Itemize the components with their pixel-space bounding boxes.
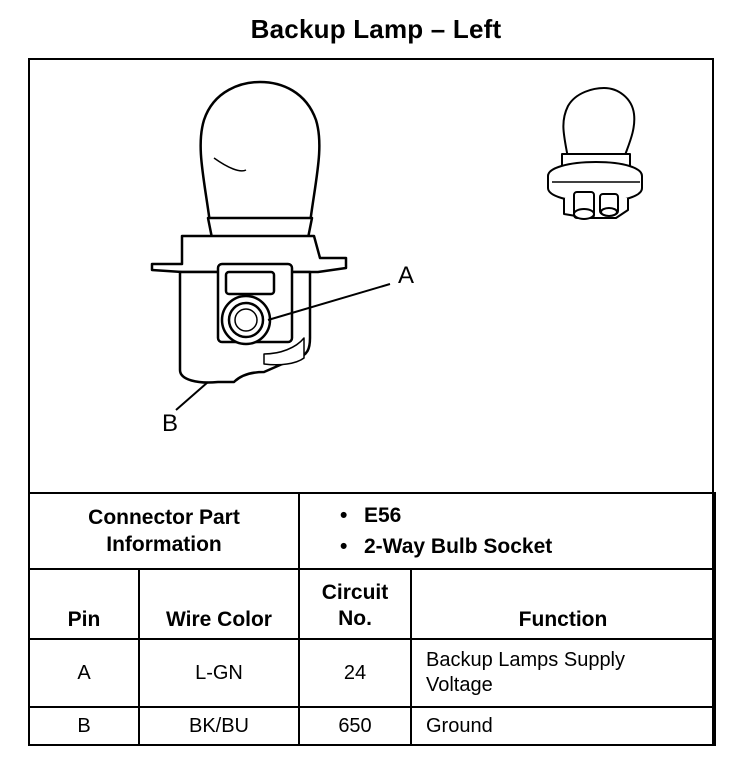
header-wire-color: Wire Color	[138, 568, 300, 640]
header-function: Function	[409, 568, 717, 640]
connector-illustration	[150, 80, 643, 411]
cell-pin: B	[28, 706, 140, 746]
table-header-row: Pin Wire Color Circuit No. Function	[28, 568, 717, 640]
cell-circuit: 650	[298, 706, 412, 746]
callout-a-leader	[267, 283, 391, 321]
cell-circuit: 24	[298, 638, 412, 708]
table-row: A L-GN 24 Backup Lamps Supply Voltage	[28, 638, 717, 708]
page-title: Backup Lamp – Left	[250, 14, 502, 44]
callout-b-leader	[175, 381, 209, 411]
small-bulb-socket-view	[547, 87, 643, 220]
info-label-line2: Information	[106, 533, 222, 556]
header-pin: Pin	[28, 568, 140, 640]
connector-part-info-list: •E56 •2-Way Bulb Socket	[297, 492, 717, 570]
cell-function: Ground	[409, 706, 717, 746]
socket-flange	[150, 234, 348, 274]
cell-wire-color: L-GN	[138, 638, 300, 708]
info-label-line1: Connector Part	[88, 506, 240, 529]
cell-wire-color: BK/BU	[138, 706, 300, 746]
connector-part-info-label: Connector Part Information	[28, 492, 300, 570]
header-circuit: Circuit No.	[298, 568, 412, 640]
info-item: •2-Way Bulb Socket	[340, 535, 553, 558]
callout-a-label: A	[398, 262, 415, 289]
cell-pin: A	[28, 638, 140, 708]
large-bulb-socket-view	[150, 80, 348, 384]
diagram-frame	[28, 58, 714, 746]
info-item: •E56	[340, 504, 402, 527]
bulb-glass	[199, 80, 321, 225]
table-row: B BK/BU 650 Ground	[28, 706, 717, 746]
cell-function: Backup Lamps Supply Voltage	[409, 638, 717, 708]
connector-table: Connector Part Information •E56 •2-Way B…	[28, 492, 717, 746]
callout-b-label: B	[162, 410, 179, 437]
